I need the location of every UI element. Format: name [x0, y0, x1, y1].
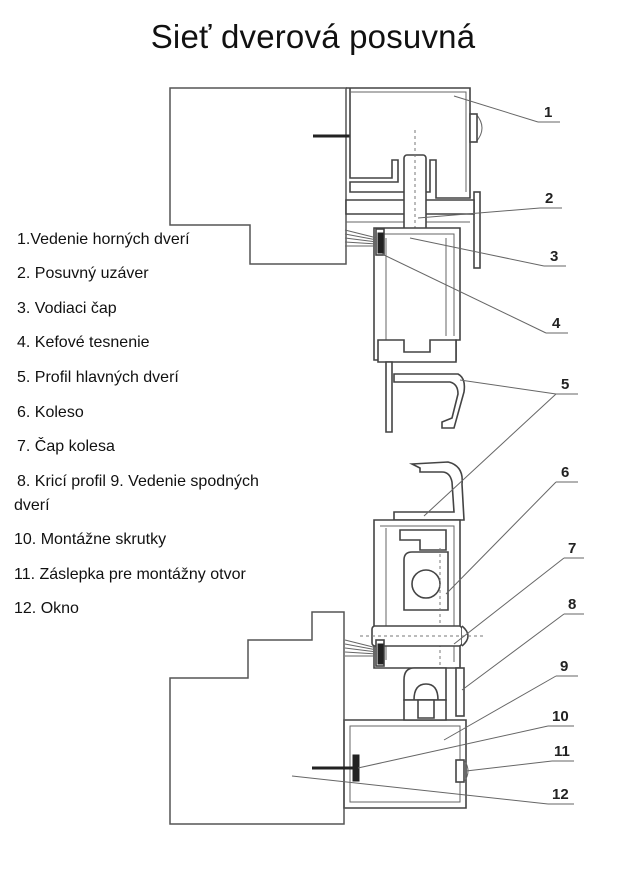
- bottom-end-cap: [455, 759, 465, 783]
- leader-lines: [291, 95, 584, 805]
- brush-bristles-top: [344, 229, 378, 247]
- top-guide-inner: [350, 91, 467, 192]
- brush-bristles-bottom: [344, 639, 378, 657]
- lower-door-frame: [169, 611, 345, 825]
- callout-4: 4: [552, 315, 561, 332]
- callout-6: 6: [561, 464, 569, 481]
- callout-9: 9: [560, 658, 568, 675]
- callout-12: 12: [552, 786, 569, 803]
- door-profile-bottom-step: [399, 529, 447, 551]
- bottom-guide-slot: [417, 699, 435, 719]
- callout-8: 8: [568, 596, 576, 613]
- door-hook-top: [393, 373, 466, 429]
- callout-2: 2: [545, 190, 553, 207]
- callout-7: 7: [568, 540, 576, 557]
- wheel-lower-notch: [413, 683, 439, 701]
- bottom-guide: [343, 719, 467, 809]
- callout-1: 1: [544, 104, 552, 121]
- cover-profile: [455, 667, 465, 717]
- callout-11: 11: [554, 743, 570, 760]
- callout-5: 5: [561, 376, 569, 393]
- wheel-hub-upper: [411, 569, 441, 599]
- page-title: Sieť dverová posuvná: [150, 18, 476, 55]
- top-end-cap-rect: [469, 113, 478, 143]
- callout-10: 10: [552, 708, 569, 725]
- bottom-guide-inner: [349, 725, 461, 803]
- brush-block-top: [377, 232, 384, 254]
- callout-3: 3: [550, 248, 558, 265]
- upper-door-frame: [169, 87, 347, 265]
- top-flange: [473, 191, 481, 269]
- door-hook-top-ext: [385, 361, 393, 433]
- door-hook-bottom: [393, 461, 465, 521]
- top-guide-profile: [346, 87, 471, 199]
- door-profile-top-bottom: [377, 339, 457, 363]
- brush-block-bottom: [377, 643, 384, 665]
